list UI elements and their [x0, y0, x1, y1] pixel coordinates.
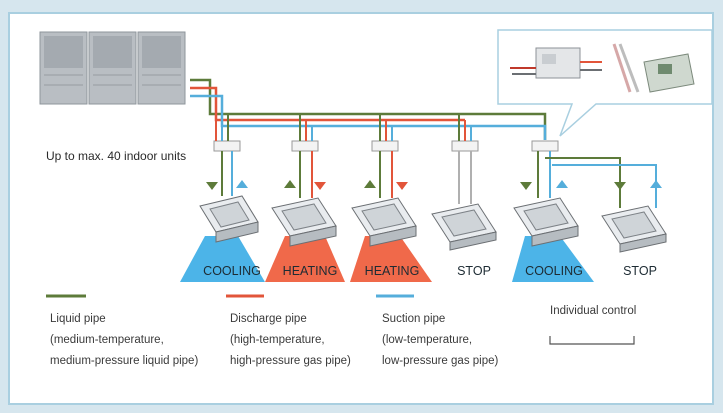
individual-control-label: Individual control: [550, 305, 636, 317]
legend-suction-line-2: (low-temperature,: [382, 334, 472, 346]
mode-label-2: HEATING: [283, 264, 338, 278]
legend-suction-line-3: low-pressure gas pipe): [382, 355, 499, 367]
legend-suction-line-1: Suction pipe: [382, 313, 445, 325]
mode-label-3: HEATING: [365, 264, 420, 278]
legend-liquid-line-2: (medium-temperature,: [50, 334, 164, 346]
controller-callout: [497, 29, 713, 137]
legend-liquid-line-1: Liquid pipe: [50, 313, 106, 325]
branch-controller-image: [510, 47, 602, 79]
legend-discharge-line-1: Discharge pipe: [230, 313, 307, 325]
air-cones: [180, 236, 594, 282]
mode-label-5: COOLING: [525, 264, 583, 278]
main-pipes: [190, 78, 547, 140]
cooling-cone-5: [512, 236, 594, 282]
control-board-image: [612, 43, 695, 93]
legend: Liquid pipe (medium-temperature, medium-…: [46, 294, 636, 367]
outdoor-unit-2: [88, 31, 137, 105]
outdoor-unit-1: [39, 31, 88, 105]
heating-cone-3: [350, 236, 432, 282]
cooling-cone-1: [180, 236, 265, 282]
branch-box-3: [371, 114, 399, 198]
indoor-unit-1: [199, 195, 259, 243]
indoor-unit-5: [513, 197, 579, 247]
indoor-unit-3: [351, 197, 417, 247]
branch-box-4: [451, 114, 479, 204]
indoor-units-caption: Up to max. 40 indoor units: [46, 149, 186, 163]
legend-liquid-line-3: medium-pressure liquid pipe): [50, 355, 198, 367]
mode-label-1: COOLING: [203, 264, 261, 278]
branch-box-1: [213, 114, 241, 196]
heating-cone-2: [265, 236, 345, 282]
individual-control-bracket: [549, 336, 635, 345]
mode-label-6: STOP: [623, 264, 657, 278]
branch-box-5: [531, 140, 657, 208]
mode-label-4: STOP: [457, 264, 491, 278]
legend-discharge-line-3: high-pressure gas pipe): [230, 355, 351, 367]
indoor-unit-4: [431, 203, 497, 251]
flow-arrows: [206, 180, 662, 190]
legend-discharge-line-2: (high-temperature,: [230, 334, 325, 346]
indoor-unit-2: [271, 197, 337, 247]
branch-box-2: [291, 114, 319, 198]
indoor-unit-6: [601, 205, 667, 253]
outdoor-units: [39, 31, 186, 105]
outdoor-unit-3: [137, 31, 186, 105]
